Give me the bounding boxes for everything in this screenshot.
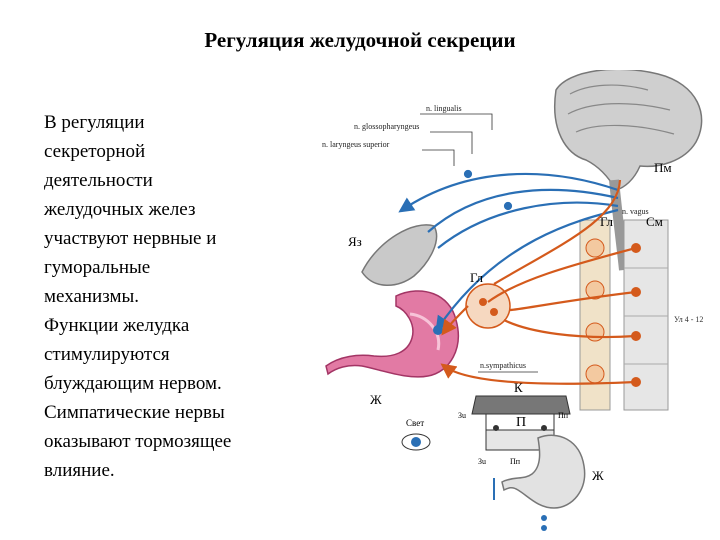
paragraph-vagus: Функции желудка стимулируются блуждающим… xyxy=(44,315,232,481)
label-k: К xyxy=(514,380,523,395)
body-text: В регуляции секреторной деятельности жел… xyxy=(44,108,294,485)
label-sm: См xyxy=(646,214,663,229)
label-zh-right: Ж xyxy=(592,468,604,483)
figure-reference: Ул 4 - 12 xyxy=(674,315,703,324)
label-n-lingualis: n. lingualis xyxy=(426,104,462,113)
label-n-laryngeus: n. laryngeus superior xyxy=(322,140,390,149)
label-zh-left: Ж xyxy=(370,392,382,407)
label-pp-top: Пп xyxy=(558,411,569,420)
efferent-nerves xyxy=(440,179,637,385)
label-p: П xyxy=(516,415,526,430)
label-svet: Свет xyxy=(406,418,424,428)
label-gl-mid: Гл xyxy=(470,270,484,285)
label-n-sympathicus: n.sympathicus xyxy=(480,361,526,370)
label-n-vagus: n. vagus xyxy=(622,207,649,216)
brain-illustration xyxy=(554,70,703,271)
tongue-illustration xyxy=(361,224,438,286)
label-gl-top: Гл xyxy=(600,214,614,229)
label-yaz: Яз xyxy=(348,234,362,249)
paragraph-mechanisms: В регуляции секреторной деятельности жел… xyxy=(44,112,217,307)
afferent-nerves xyxy=(398,169,619,332)
stomach-illustration xyxy=(325,290,459,378)
celiac-ganglion xyxy=(465,283,511,329)
label-pm: Пм xyxy=(654,160,672,175)
label-pp-bot: Пп xyxy=(510,457,521,466)
label-zu-top: Зu xyxy=(458,411,466,420)
gastric-regulation-diagram: n. lingualis n. glossopharyngeus n. lary… xyxy=(322,70,703,531)
slide-title: Регуляция желудочной секреции xyxy=(204,28,516,52)
small-stomach-illustration xyxy=(493,434,586,531)
label-zu-bot: Зu xyxy=(478,457,486,466)
label-leaders xyxy=(420,113,538,373)
label-n-glossopharyngeus: n. glossopharyngeus xyxy=(354,122,419,131)
eye-icon xyxy=(401,433,431,451)
spinal-cord-column xyxy=(579,219,669,411)
